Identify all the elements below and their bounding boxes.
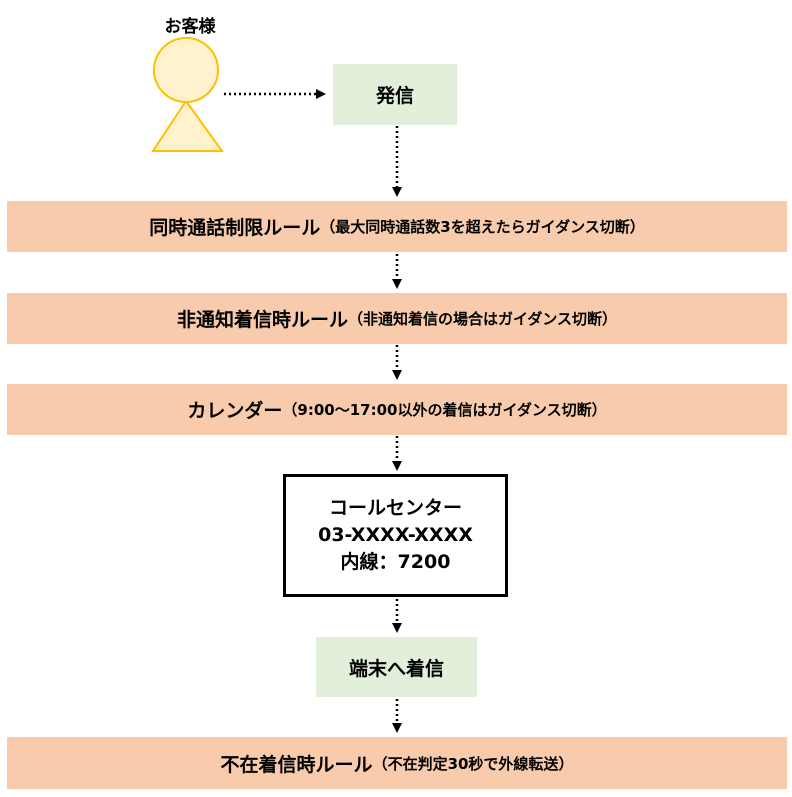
call-center-extension: 内線：7200 bbox=[340, 551, 451, 573]
rule-title: カレンダー bbox=[187, 400, 283, 422]
rule-title: 非通知着信時ルール bbox=[176, 309, 348, 331]
rule-bar-anonymous-call: 非通知着信時ルール （非通知着信の場合はガイダンス切断） bbox=[7, 293, 787, 344]
call-center-phone: 03-XXXX-XXXX bbox=[318, 524, 473, 546]
terminal-node-label: 端末へ着信 bbox=[348, 657, 444, 680]
terminal-node: 端末へ着信 bbox=[316, 637, 477, 697]
rule-detail: （不在判定30秒で外線転送） bbox=[372, 754, 574, 773]
person-icon bbox=[151, 37, 224, 152]
rule-title: 不在着信時ルール bbox=[220, 753, 373, 776]
rule-bar-calendar: カレンダー （9:00～17:00以外の着信はガイダンス切断） bbox=[7, 384, 787, 435]
rule-bar-concurrent-calls: 同時通話制限ルール （最大同時通話数3を超えたらガイダンス切断） bbox=[7, 201, 787, 252]
rule-title: 同時通話制限ルール bbox=[149, 217, 321, 239]
customer-label: お客様 bbox=[164, 17, 216, 37]
rule-bar-missed-call: 不在着信時ルール （不在判定30秒で外線転送） bbox=[7, 737, 787, 789]
rule-detail: （最大同時通話数3を超えたらガイダンス切断） bbox=[320, 218, 645, 236]
rule-detail: （9:00～17:00以外の着信はガイダンス切断） bbox=[282, 401, 607, 419]
call-node-label: 発信 bbox=[375, 85, 414, 107]
rule-detail: （非通知着信の場合はガイダンス切断） bbox=[347, 310, 618, 328]
call-center-box: コールセンター 03-XXXX-XXXX 内線：7200 bbox=[283, 474, 508, 597]
call-node: 発信 bbox=[333, 64, 457, 125]
call-center-name: コールセンター bbox=[328, 497, 462, 519]
